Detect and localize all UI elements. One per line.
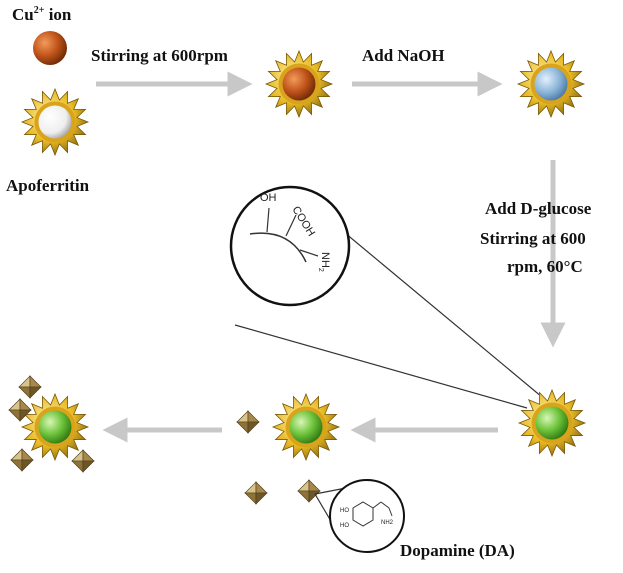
particle-final — [20, 392, 90, 462]
pyramid-face — [244, 492, 257, 505]
dopamine-particle-bound — [71, 449, 95, 473]
dopamine-structure-inset: HO HO NH2 — [329, 479, 405, 553]
step-stirring-label: Stirring at 600rpm — [91, 46, 228, 65]
pyramid-face — [10, 459, 23, 472]
dopamine-particle-bound — [10, 448, 34, 472]
dopamine-ho-bottom: HO — [340, 523, 349, 529]
step-glucose-line-2: Stirring at 600 — [480, 229, 586, 248]
particle-glucose-reduced — [517, 388, 587, 458]
pyramid-face — [21, 459, 34, 472]
pyramid-face — [18, 386, 31, 399]
pyramid-face — [244, 481, 257, 494]
inset-oh: OH — [260, 192, 277, 204]
pyramid-face — [308, 479, 321, 492]
dopamine-ho-top: HO — [340, 508, 349, 514]
pyramid-face — [247, 421, 260, 434]
particle-apoferritin — [20, 87, 90, 157]
particle-core — [282, 67, 316, 101]
pyramid-face — [71, 449, 84, 462]
particle-core — [38, 105, 72, 139]
pyramid-face — [29, 375, 42, 388]
dopamine-particle — [297, 479, 321, 503]
dopamine-particle-bound — [8, 398, 32, 422]
apoferritin-label: Apoferritin — [6, 176, 90, 195]
pyramid-face — [8, 398, 21, 411]
surface-group-inset: OH COOH NH2 — [229, 185, 351, 307]
dopamine-nh2: NH2 — [381, 520, 394, 526]
pyramid-face — [236, 410, 249, 423]
arrows — [96, 71, 566, 443]
cu-ion-label: Cu2+ ion — [12, 5, 72, 24]
particle-core — [38, 410, 72, 444]
pyramid-face — [10, 448, 23, 461]
pyramid-face — [236, 421, 249, 434]
pyramid-face — [247, 410, 260, 423]
step-glucose-line-3: rpm, 60°C — [507, 257, 583, 276]
inset-zoom-line-bottom — [234, 324, 528, 409]
pyramid-face — [255, 481, 268, 494]
dopamine-particle — [236, 410, 260, 434]
pyramid-face — [19, 398, 32, 411]
dopamine-label: Dopamine (DA) — [400, 541, 515, 560]
dopamine-particle — [244, 481, 268, 505]
pyramid-face — [29, 386, 42, 399]
pyramid-face — [297, 479, 310, 492]
dopamine-particles — [8, 375, 321, 505]
step-naoh-label: Add NaOH — [362, 46, 445, 65]
particle-middle — [271, 392, 341, 462]
particle-cu-loaded — [264, 49, 334, 119]
pyramid-face — [71, 460, 84, 473]
pyramid-face — [255, 492, 268, 505]
pyramid-face — [82, 449, 95, 462]
dopamine-particle-bound — [18, 375, 42, 399]
dopamine-pointer-line-1 — [314, 487, 347, 495]
inset-nh2: NH2 — [317, 252, 331, 272]
pyramid-face — [19, 409, 32, 422]
cu-ion-sphere — [33, 31, 67, 65]
pyramid-face — [82, 460, 95, 473]
particle-core — [535, 406, 569, 440]
pyramid-face — [8, 409, 21, 422]
pyramid-face — [18, 375, 31, 388]
pyramid-face — [297, 490, 310, 503]
particle-core — [534, 67, 568, 101]
step-glucose-line-1: Add D-glucose — [485, 199, 592, 218]
particle-naoh-treated — [516, 49, 586, 119]
particle-core — [289, 410, 323, 444]
